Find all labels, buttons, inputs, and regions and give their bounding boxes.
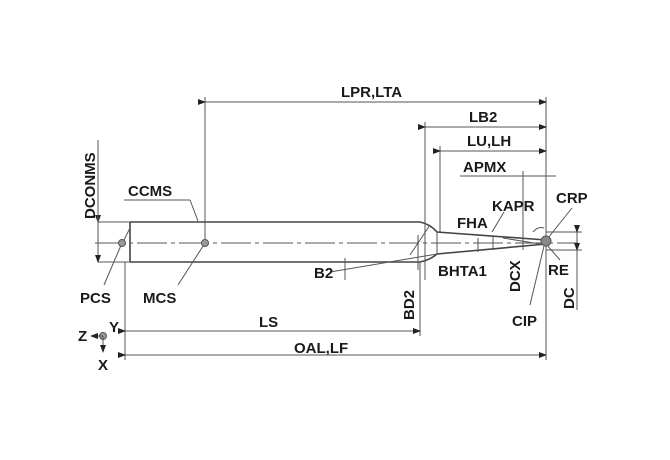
label-apmx: APMX: [463, 159, 506, 176]
label-lu: LU,LH: [467, 133, 511, 150]
label-lpr: LPR,LTA: [341, 84, 402, 101]
tool-body: [95, 221, 578, 273]
dimension-lines: [95, 99, 580, 358]
label-bd2: BD2: [401, 290, 418, 320]
label-dcx: DCX: [507, 260, 524, 292]
label-lb2: LB2: [469, 109, 497, 126]
label-axis-z: Z: [78, 328, 87, 345]
mcs-point: [201, 239, 209, 247]
pcs-point: [118, 239, 126, 247]
label-mcs: MCS: [143, 290, 176, 307]
label-axis-y: Y: [109, 319, 119, 336]
label-crp: CRP: [556, 190, 588, 207]
crp-point: [540, 235, 552, 247]
label-fha: FHA: [457, 215, 488, 232]
reference-points: [118, 235, 552, 247]
label-bhta1: BHTA1: [438, 263, 487, 280]
label-pcs: PCS: [80, 290, 111, 307]
label-re: RE: [548, 262, 569, 279]
label-kapr: KAPR: [492, 198, 535, 215]
label-dconms: DCONMS: [82, 152, 99, 219]
label-oal: OAL,LF: [294, 340, 348, 357]
axis-indicator: [90, 332, 107, 353]
label-ls: LS: [259, 314, 278, 331]
label-b2: B2: [314, 265, 333, 282]
label-dc: DC: [561, 287, 578, 309]
label-ccms: CCMS: [128, 183, 172, 200]
label-axis-x: X: [98, 357, 108, 374]
label-cip: CIP: [512, 313, 537, 330]
